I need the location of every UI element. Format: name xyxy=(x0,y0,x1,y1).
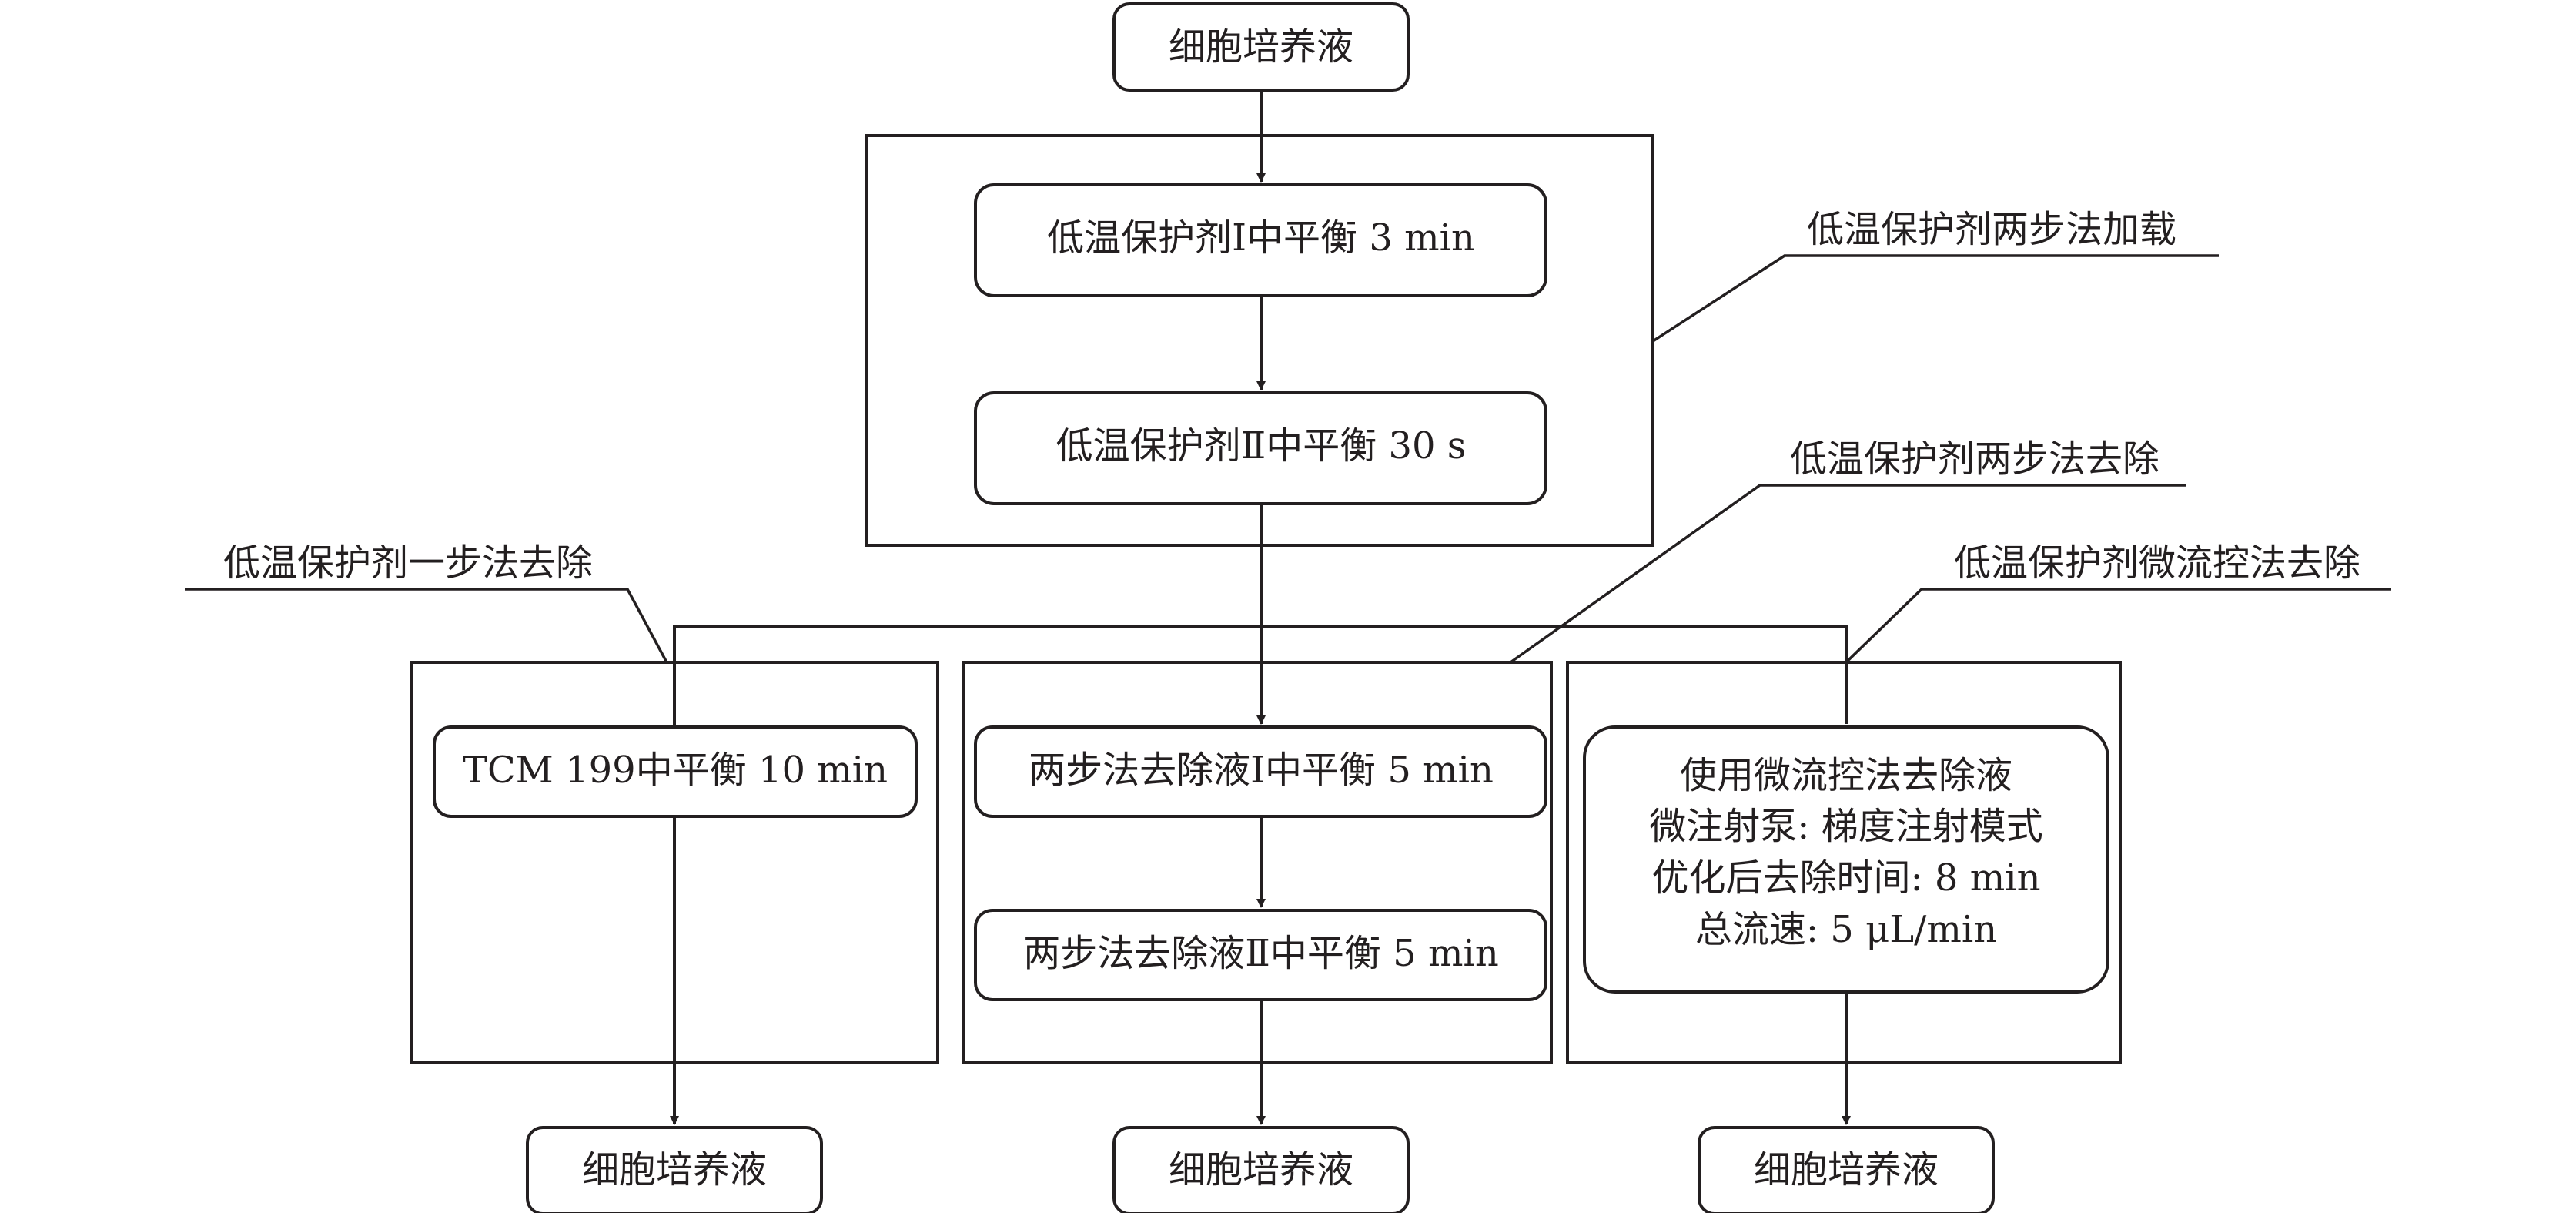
node-medium-center: 细胞培养液 xyxy=(1112,1126,1410,1213)
node-removal2: 两步法去除液Ⅱ中平衡 5 min xyxy=(974,909,1547,1001)
node-cpa1-equilibrium-label: 低温保护剂Ⅰ中平衡 3 min xyxy=(1047,216,1475,260)
node-removal1: 两步法去除液Ⅰ中平衡 5 min xyxy=(974,725,1547,818)
microfluidic-line-4: 总流速: 5 μL/min xyxy=(1695,908,1997,951)
leader-microfluidic-removal xyxy=(1845,588,2391,664)
two-step-removal-group-frame xyxy=(962,661,1553,1064)
label-two-step-removal: 低温保护剂两步法去除 xyxy=(1790,437,2159,481)
node-medium-left-label: 细胞培养液 xyxy=(582,1148,767,1191)
microfluidic-line-3: 优化后去除时间: 8 min xyxy=(1651,856,2040,900)
node-medium-top: 细胞培养液 xyxy=(1112,2,1410,92)
node-microfluidic: 使用微流控法去除液 微注射泵: 梯度注射模式 优化后去除时间: 8 min 总流… xyxy=(1583,725,2109,994)
node-tcm199: TCM 199中平衡 10 min xyxy=(433,725,918,818)
node-medium-top-label: 细胞培养液 xyxy=(1169,25,1353,69)
label-microfluidic-removal: 低温保护剂微流控法去除 xyxy=(1954,541,2360,585)
microfluidic-group-frame xyxy=(1566,661,2122,1064)
microfluidic-line-2: 微注射泵: 梯度注射模式 xyxy=(1649,805,2042,848)
label-one-step-removal: 低温保护剂一步法去除 xyxy=(223,541,593,585)
node-medium-left: 细胞培养液 xyxy=(526,1126,823,1213)
leader-two-step-loading xyxy=(1652,254,2219,343)
node-cpa2-equilibrium: 低温保护剂Ⅱ中平衡 30 s xyxy=(974,391,1547,505)
leader-two-step-removal xyxy=(1509,484,2186,664)
label-two-step-loading: 低温保护剂两步法加载 xyxy=(1807,208,2176,251)
leader-one-step-removal xyxy=(185,588,668,663)
node-removal1-label: 两步法去除液Ⅰ中平衡 5 min xyxy=(1029,749,1494,792)
node-medium-center-label: 细胞培养液 xyxy=(1169,1148,1353,1191)
node-medium-right-label: 细胞培养液 xyxy=(1754,1148,1939,1191)
node-medium-right: 细胞培养液 xyxy=(1698,1126,1995,1213)
node-cpa2-equilibrium-label: 低温保护剂Ⅱ中平衡 30 s xyxy=(1056,424,1467,467)
node-removal2-label: 两步法去除液Ⅱ中平衡 5 min xyxy=(1023,932,1498,975)
node-cpa1-equilibrium: 低温保护剂Ⅰ中平衡 3 min xyxy=(974,183,1547,297)
node-tcm199-label: TCM 199中平衡 10 min xyxy=(463,749,888,792)
microfluidic-line-1: 使用微流控法去除液 xyxy=(1680,754,2012,797)
